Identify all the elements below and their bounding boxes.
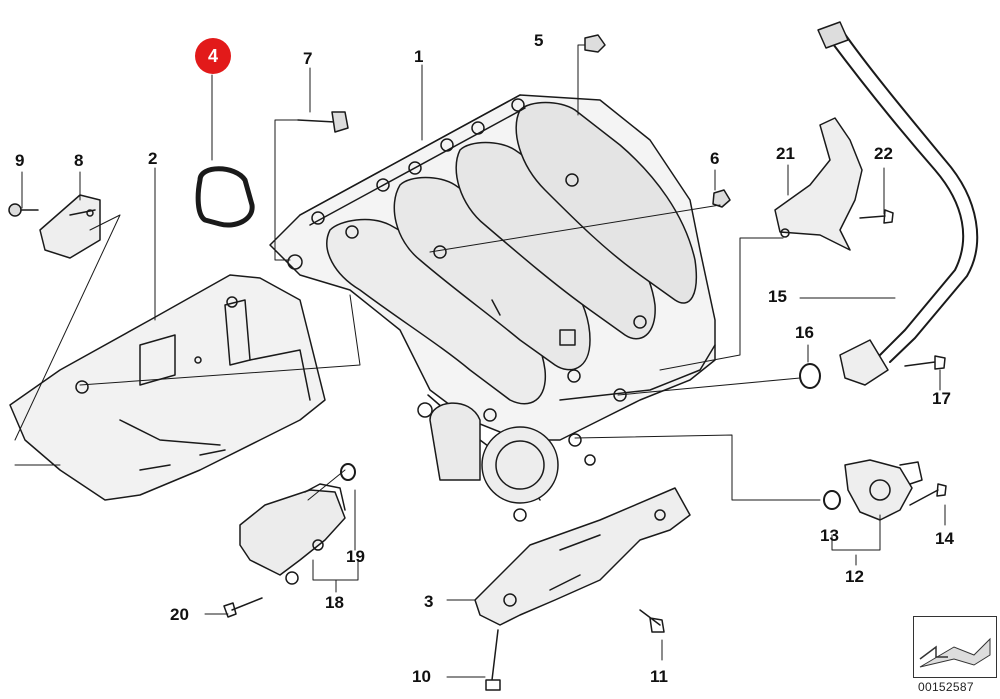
- part-label-3: 3: [424, 592, 434, 611]
- gasket: [195, 166, 255, 228]
- o-ring-19: [340, 463, 356, 481]
- heat-shield: [9, 274, 326, 501]
- screw: [859, 209, 894, 224]
- o-ring: [799, 363, 821, 389]
- part-label-18: 18: [325, 593, 344, 612]
- bolt-11: [639, 609, 665, 633]
- part-label-9: 9: [15, 151, 25, 170]
- highlighted-part-badge[interactable]: 4: [195, 38, 231, 74]
- bracket-clip: [39, 194, 101, 259]
- part-label-2: 2: [148, 149, 158, 168]
- part-label-14: 14: [935, 529, 954, 548]
- part-label-10: 10: [412, 667, 431, 686]
- part-label-13: 13: [820, 526, 839, 545]
- part-label-7: 7: [303, 49, 313, 68]
- pressure-sensor: [844, 459, 923, 521]
- actuator: [239, 483, 346, 585]
- part-label-17: 17: [932, 389, 951, 408]
- intake-manifold: [269, 94, 716, 522]
- part-label-22: 22: [874, 144, 893, 163]
- part-label-16: 16: [795, 323, 814, 342]
- part-label-21: 21: [776, 144, 795, 163]
- nut: [584, 34, 606, 53]
- part-label-1: 1: [414, 47, 424, 66]
- arrow-icon: [919, 637, 991, 668]
- nut-small: [712, 189, 731, 208]
- part-label-15: 15: [768, 287, 787, 306]
- screw-20: [223, 597, 263, 618]
- screw-small: [8, 203, 39, 217]
- part-label-11: 11: [650, 667, 668, 686]
- diagram-nav-box[interactable]: [913, 616, 997, 678]
- part-label-19: 19: [346, 547, 365, 566]
- bolt: [297, 111, 349, 133]
- part-label-5: 5: [534, 31, 544, 50]
- diagram-id: 00152587: [918, 680, 974, 694]
- screw-14: [909, 483, 947, 506]
- bracket-sensor: [774, 117, 863, 251]
- leader-lines: [14, 44, 946, 678]
- part-label-6: 6: [710, 149, 720, 168]
- part-label-12: 12: [845, 567, 864, 586]
- bolt-10: [485, 629, 501, 691]
- part-label-20: 20: [170, 605, 189, 624]
- part-label-8: 8: [74, 151, 84, 170]
- vent-hose: [817, 21, 979, 386]
- screw-17: [904, 355, 946, 370]
- o-ring-13: [823, 490, 841, 510]
- support-bracket: [474, 487, 691, 626]
